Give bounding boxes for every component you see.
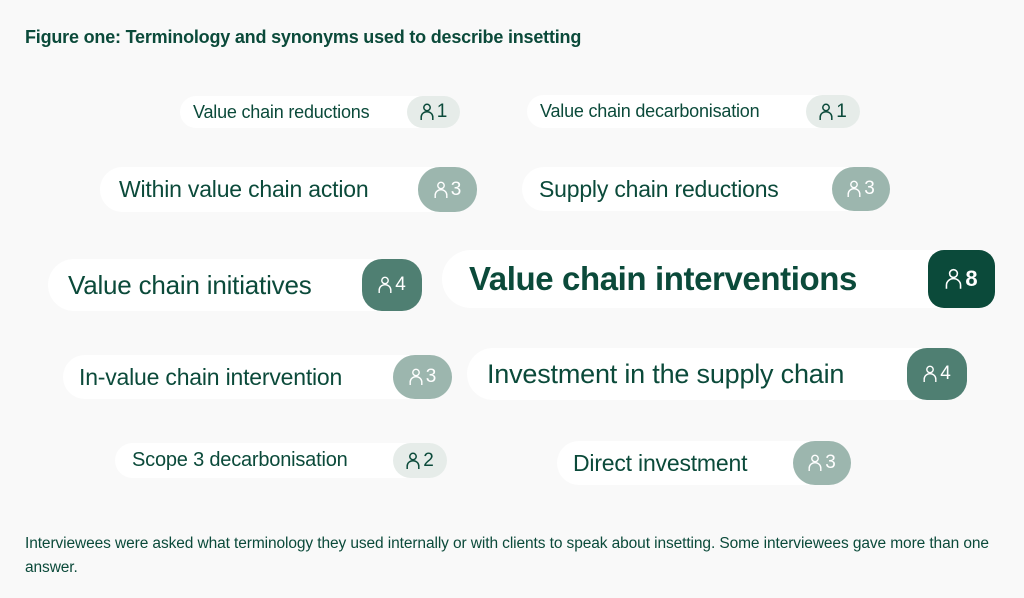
term-pill: Value chain initiatives 4 [48, 259, 422, 311]
person-icon [819, 103, 833, 120]
count-badge: 3 [418, 167, 477, 212]
person-icon [946, 268, 962, 289]
count-value: 2 [423, 449, 434, 471]
count-value: 4 [395, 274, 406, 295]
term-pill: Value chain decarbonisation 1 [527, 95, 860, 128]
term-pill: Investment in the supply chain 4 [467, 348, 967, 400]
person-icon [847, 180, 861, 197]
count-badge: 3 [793, 441, 851, 485]
term-label: Supply chain reductions [539, 175, 779, 202]
person-icon [923, 365, 937, 382]
term-pill: Direct investment 3 [557, 441, 851, 485]
person-icon [378, 276, 392, 293]
person-icon [420, 103, 434, 120]
term-pill: Value chain interventions 8 [442, 250, 995, 308]
term-label: Direct investment [573, 449, 748, 476]
count-value: 3 [450, 178, 462, 200]
count-value: 1 [836, 100, 847, 122]
term-pill: Value chain reductions 1 [180, 96, 460, 128]
count-badge: 1 [806, 95, 860, 128]
footnote: Interviewees were asked what terminology… [25, 535, 989, 576]
person-icon [409, 368, 423, 385]
term-label: Value chain interventions [469, 260, 857, 297]
figure-title: Figure one: Terminology and synonyms use… [25, 27, 582, 47]
count-value: 1 [436, 101, 448, 122]
term-pill: Scope 3 decarbonisation 2 [115, 443, 447, 478]
term-pill: In-value chain intervention 3 [63, 355, 452, 399]
count-badge: 3 [393, 355, 452, 399]
term-label: Value chain initiatives [68, 269, 312, 300]
count-badge: 4 [362, 259, 422, 311]
term-pill: Supply chain reductions 3 [522, 167, 890, 211]
person-icon [406, 452, 420, 469]
count-badge: 1 [407, 96, 460, 128]
person-icon [434, 181, 448, 198]
term-label: Value chain decarbonisation [540, 101, 760, 121]
count-value: 8 [965, 266, 978, 291]
term-label: Scope 3 decarbonisation [132, 449, 348, 471]
term-label: Within value chain action [119, 176, 369, 202]
person-icon [808, 454, 822, 471]
term-label: In-value chain intervention [79, 363, 343, 390]
count-value: 3 [425, 366, 437, 387]
count-badge: 8 [928, 250, 995, 308]
count-value: 3 [825, 452, 836, 473]
count-badge: 2 [393, 443, 447, 478]
count-value: 4 [940, 363, 951, 384]
term-label: Investment in the supply chain [487, 358, 845, 389]
count-badge: 4 [907, 348, 967, 400]
count-badge: 3 [832, 167, 890, 211]
count-value: 3 [864, 178, 875, 199]
term-label: Value chain reductions [193, 101, 370, 122]
term-pill: Within value chain action 3 [100, 167, 477, 212]
